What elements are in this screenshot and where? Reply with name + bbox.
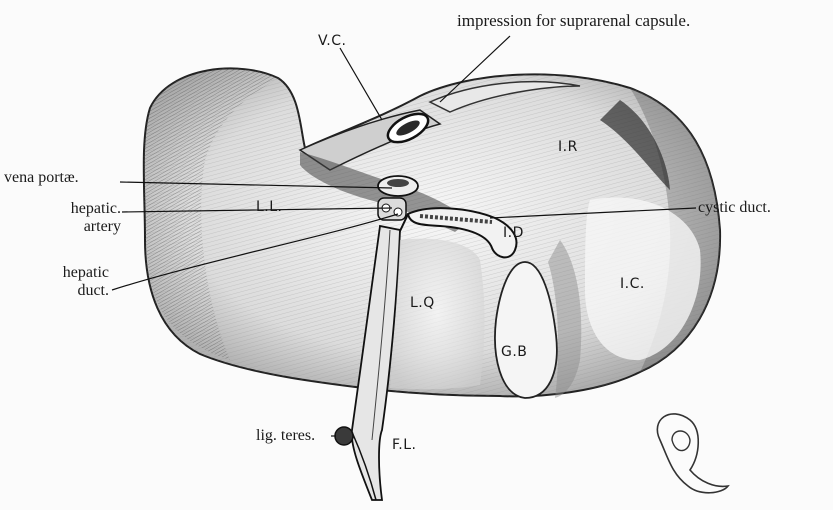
label-hepatic-artery-line1: hepatic. [71,200,121,218]
label-left-lobe: L.L. [256,200,283,214]
leader-vc [340,48,382,120]
label-impression-duodenal: I.D [503,226,524,240]
label-fissure-ligament: F.L. [392,438,417,452]
lig-teres-end [335,427,353,445]
label-hepatic-duct: hepatic duct. [63,264,109,300]
label-hepatic-artery-line2: artery [71,218,121,236]
label-impression-colic: I.C. [620,277,645,291]
label-vena-cava: V.C. [318,34,346,48]
label-hepatic-duct-line2: duct. [63,282,109,300]
label-cystic-duct: cystic duct. [698,200,771,216]
label-gall-bladder: G.B [501,345,527,359]
label-vena-portae: vena portæ. [4,170,79,186]
label-hepatic-duct-line1: hepatic [63,264,109,282]
label-hepatic-artery: hepatic. artery [71,200,121,236]
label-lig-teres: lig. teres. [256,428,315,444]
inset-outline [657,414,728,493]
label-impression-renal: I.R [558,140,578,154]
quadrate-lobe [390,239,485,390]
label-suprarenal-impression: impression for suprarenal capsule. [457,12,690,29]
label-lobus-quadratus: L.Q [410,296,435,310]
